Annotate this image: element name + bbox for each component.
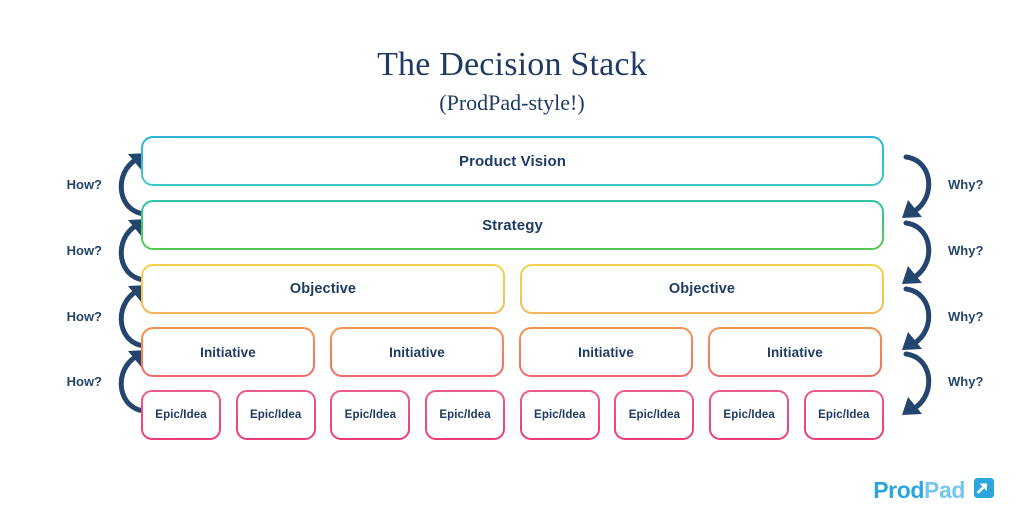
why-arrow-label-2: Why? xyxy=(948,243,984,258)
how-arrow-label-1: How? xyxy=(66,177,102,192)
why-arrow-4: Why? xyxy=(892,341,983,423)
prodpad-arrow-mark-icon xyxy=(970,476,994,505)
why-arrow-label-1: Why? xyxy=(948,177,984,192)
node-epic-6[interactable]: Epic/Idea xyxy=(614,390,694,440)
curved-arrow-down-icon xyxy=(902,220,932,284)
logo-pad-text: Pad xyxy=(924,476,965,503)
node-initiative-4[interactable]: Initiative xyxy=(708,327,882,377)
why-arrow-3: Why? xyxy=(892,276,983,358)
title-block: The Decision Stack (ProdPad-style!) xyxy=(0,44,1024,118)
prodpad-wordmark: ProdPad xyxy=(873,476,965,503)
page-subtitle: (ProdPad-style!) xyxy=(439,90,585,115)
curved-arrow-down-icon xyxy=(902,351,932,415)
logo-prod-text: Prod xyxy=(873,476,925,503)
node-objective-1[interactable]: Objective xyxy=(141,264,505,314)
stack-row-strategy: Strategy xyxy=(141,200,884,250)
why-arrow-1: Why? xyxy=(892,144,983,226)
decision-stack: Product Vision Strategy Objective Object… xyxy=(141,136,884,440)
stack-row-vision: Product Vision xyxy=(141,136,884,186)
node-product-vision[interactable]: Product Vision xyxy=(141,136,884,186)
how-arrow-label-3: How? xyxy=(66,309,102,324)
node-initiative-1[interactable]: Initiative xyxy=(141,327,315,377)
node-initiative-3[interactable]: Initiative xyxy=(519,327,693,377)
curved-arrow-down-icon xyxy=(902,154,932,218)
page-title: The Decision Stack xyxy=(377,46,647,83)
node-epic-1[interactable]: Epic/Idea xyxy=(141,390,221,440)
node-epic-8[interactable]: Epic/Idea xyxy=(804,390,884,440)
node-epic-7[interactable]: Epic/Idea xyxy=(709,390,789,440)
prodpad-logo: ProdPad xyxy=(873,476,994,504)
node-epic-5[interactable]: Epic/Idea xyxy=(520,390,600,440)
why-arrow-2: Why? xyxy=(892,210,983,292)
curved-arrow-down-icon xyxy=(902,286,932,350)
how-arrow-label-2: How? xyxy=(66,243,102,258)
node-epic-2[interactable]: Epic/Idea xyxy=(236,390,316,440)
why-arrow-label-4: Why? xyxy=(948,374,984,389)
node-epic-3[interactable]: Epic/Idea xyxy=(330,390,410,440)
stack-row-objective: Objective Objective xyxy=(141,264,884,314)
why-arrow-label-3: Why? xyxy=(948,309,984,324)
how-arrow-label-4: How? xyxy=(66,374,102,389)
node-initiative-2[interactable]: Initiative xyxy=(330,327,504,377)
node-strategy[interactable]: Strategy xyxy=(141,200,884,250)
node-epic-4[interactable]: Epic/Idea xyxy=(425,390,505,440)
stack-row-initiative: Initiative Initiative Initiative Initiat… xyxy=(141,327,884,377)
node-objective-2[interactable]: Objective xyxy=(520,264,884,314)
stack-row-epic: Epic/Idea Epic/Idea Epic/Idea Epic/Idea … xyxy=(141,390,884,440)
